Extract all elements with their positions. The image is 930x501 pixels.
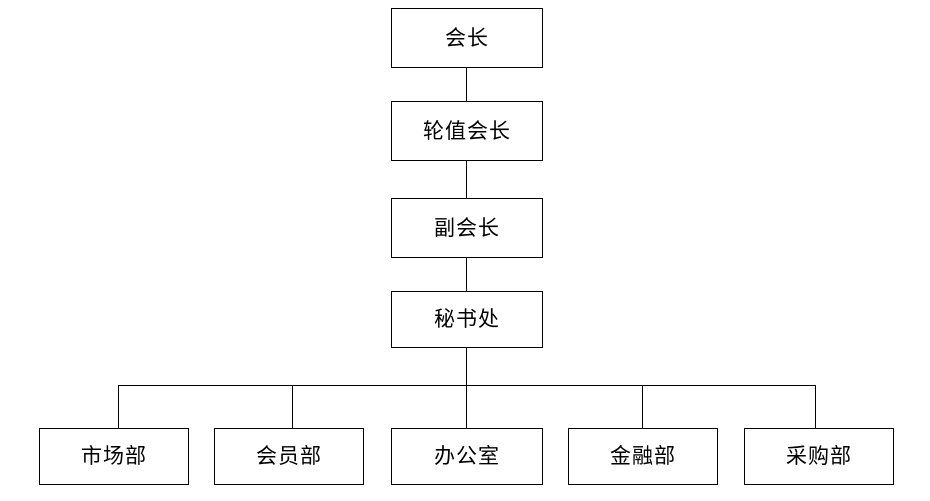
node-department-membership-label: 会员部 xyxy=(256,444,322,468)
connector-drop-procurement xyxy=(815,385,816,428)
node-vice-chairman-label: 副会长 xyxy=(434,215,500,240)
node-chairman-label: 会长 xyxy=(445,25,489,50)
connector-drop-finance xyxy=(642,385,643,428)
node-department-finance-label: 金融部 xyxy=(610,444,676,468)
node-department-procurement-label: 采购部 xyxy=(786,444,852,468)
connector-drop-marketing xyxy=(118,385,119,428)
node-rotating-chairman-label: 轮值会长 xyxy=(423,118,511,143)
node-department-membership: 会员部 xyxy=(214,428,364,485)
node-chairman: 会长 xyxy=(391,8,543,68)
node-secretariat: 秘书处 xyxy=(391,291,543,348)
node-secretariat-label: 秘书处 xyxy=(434,307,500,331)
connector-vice-chairman-to-secretariat xyxy=(466,258,467,291)
connector-drop-membership xyxy=(292,385,293,428)
node-department-procurement: 采购部 xyxy=(744,428,894,485)
node-rotating-chairman: 轮值会长 xyxy=(391,101,543,161)
node-vice-chairman: 副会长 xyxy=(391,198,543,258)
node-department-marketing-label: 市场部 xyxy=(81,444,147,468)
connector-chairman-to-rotating-chair xyxy=(466,68,467,101)
node-department-office: 办公室 xyxy=(391,428,543,485)
node-department-office-label: 办公室 xyxy=(434,444,500,468)
node-department-finance: 金融部 xyxy=(568,428,718,485)
connector-department-bus-bar xyxy=(118,385,816,386)
node-department-marketing: 市场部 xyxy=(39,428,189,485)
connector-rotating-chair-to-vice-chairman xyxy=(466,161,467,198)
connector-secretariat-to-departments xyxy=(466,348,467,428)
